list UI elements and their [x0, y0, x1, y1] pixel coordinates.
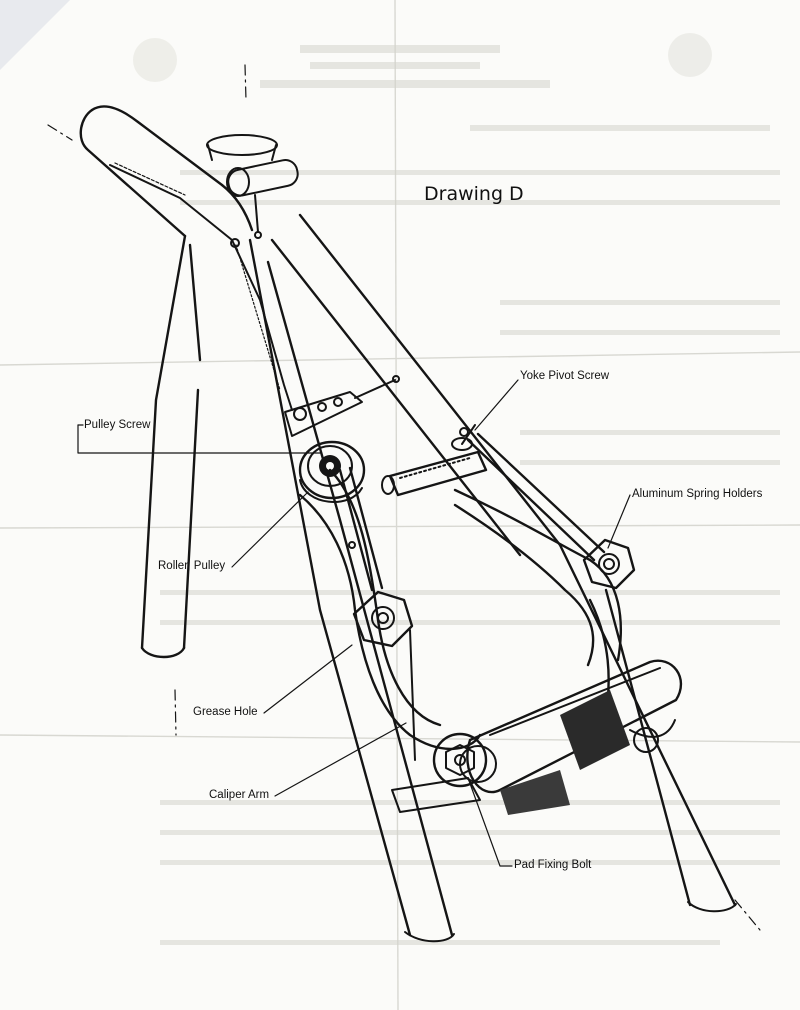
- spring-holder-nut-left: [352, 590, 414, 648]
- label-roller-pulley: Roller, Pulley: [158, 560, 226, 572]
- label-yoke-pivot-screw: Yoke Pivot Screw: [520, 370, 610, 382]
- label-caliper-arm: Caliper Arm: [209, 789, 270, 801]
- page-corner-fold: [0, 0, 70, 70]
- drawing-title: Drawing D: [424, 183, 524, 205]
- label-grease-hole: Grease Hole: [193, 706, 258, 718]
- brake-pad: [432, 659, 683, 815]
- spring-holder-nut-right: [582, 538, 636, 590]
- left-caliper-arm: [298, 468, 482, 813]
- center-lines: [47, 64, 761, 931]
- label-aluminum-spring-holders: Aluminum Spring Holders: [632, 488, 763, 500]
- straddle-links: [338, 432, 606, 592]
- label-pulley-screw: Pulley Screw: [84, 419, 151, 431]
- brake-cable: [109, 162, 293, 411]
- yoke-pivot-assembly: [381, 424, 488, 497]
- bike-frame: [79, 105, 737, 943]
- leader-lines: [77, 379, 631, 867]
- seat-clamp: [206, 134, 299, 239]
- label-pad-fixing-bolt: Pad Fixing Bolt: [514, 859, 592, 871]
- yoke: [284, 375, 400, 437]
- bleed-through-marks: [133, 33, 780, 945]
